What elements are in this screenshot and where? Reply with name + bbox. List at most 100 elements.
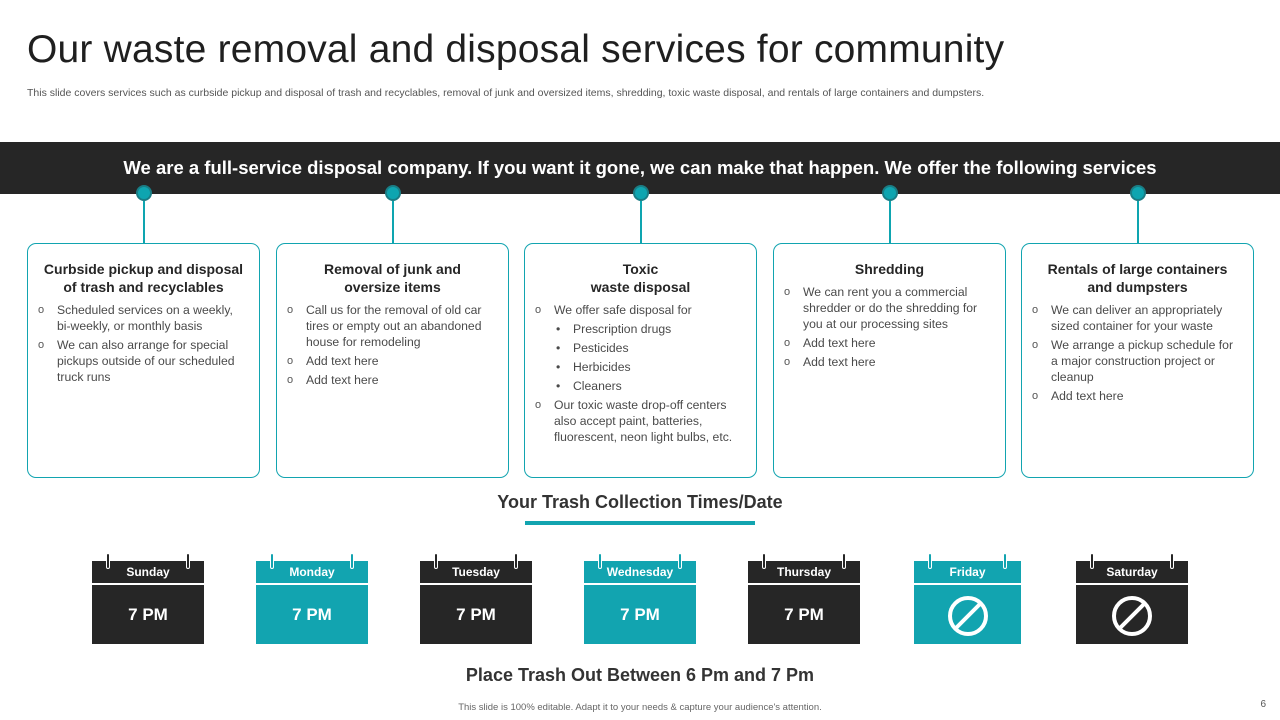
service-card-title-line: Toxic	[622, 261, 659, 277]
service-item: o Scheduled services on a weekly, bi-week…	[38, 302, 249, 334]
service-card-title-line: waste disposal	[590, 279, 691, 295]
calendar-ring	[678, 553, 682, 569]
calendar-divider	[1076, 583, 1188, 585]
bullet-icon: •	[556, 379, 561, 393]
service-item-text: We can rent you a commercial shredder or…	[803, 285, 978, 331]
service-sub-item: • Herbicides	[554, 359, 746, 375]
page-number: 6	[1260, 699, 1266, 710]
day-time: 7 PM	[92, 585, 204, 644]
connector-stem	[1136, 201, 1139, 244]
service-item: o We can rent you a commercial shredder o…	[784, 284, 995, 332]
collection-title: Your Trash Collection Times/Date	[497, 492, 783, 512]
service-sub-item-text: Herbicides	[573, 360, 631, 374]
circle-outline-icon: o	[287, 355, 294, 367]
calendar-ring	[928, 553, 932, 569]
day-name: Wednesday	[584, 561, 696, 583]
service-sub-item: •Pesticides	[554, 340, 746, 356]
banner-text: We are a full-service disposal company. …	[123, 157, 1157, 178]
circle-outline-icon: o	[287, 374, 294, 386]
service-item-list: o Scheduled services on a weekly, bi-week…	[38, 302, 249, 385]
service-sub-item-text: Pesticides	[573, 341, 629, 355]
circle-outline-icon: o	[38, 304, 45, 316]
calendar-ring	[1170, 553, 1174, 569]
day-calendar: Friday	[914, 553, 1021, 644]
day-name: Thursday	[748, 561, 860, 583]
service-item-text: Add text here	[306, 373, 379, 387]
day-time: 7 PM	[748, 585, 860, 644]
service-item-text: Add text here	[1051, 389, 1124, 403]
service-item-text: We arrange a pickup schedule for a major…	[1051, 338, 1234, 384]
service-item-text: Add text here	[803, 336, 876, 350]
calendar-ring	[434, 553, 438, 569]
service-sub-item: •Cleaners	[554, 378, 746, 394]
circle-outline-icon: o	[535, 304, 542, 316]
circle-outline-icon: o	[784, 286, 791, 298]
service-card: Rentals of large containers and dumpsters…	[1021, 243, 1254, 478]
circle-outline-icon: o	[38, 339, 45, 351]
circle-outline-icon: o	[1032, 304, 1039, 316]
connector-dot	[384, 185, 401, 201]
no-entry-icon	[914, 585, 1021, 644]
service-sub-list: •Prescription drugs•Pesticides•Herbicide…	[554, 321, 746, 394]
place-note: Place Trash Out Between 6 Pm and 7 Pm	[465, 665, 815, 685]
calendar-divider	[748, 583, 860, 585]
footer-note: This slide is 100% editable. Adapt it to…	[458, 702, 822, 713]
connector-stem	[639, 201, 642, 244]
service-card-title-line: Shredding	[854, 261, 925, 277]
service-card-title-line: Curbside pickup and disposal	[43, 261, 244, 277]
service-card-title-line: Rentals of large containers	[1047, 261, 1228, 277]
day-name: Saturday	[1076, 561, 1188, 583]
service-item-text: Our toxic waste drop-off centers also ac…	[554, 398, 733, 444]
service-item: o We arrange a pickup schedule for a majo…	[1032, 337, 1243, 385]
service-card-title-line: oversize items	[344, 279, 441, 295]
calendar-divider	[584, 583, 696, 585]
calendar-ring	[186, 553, 190, 569]
collection-title-underline	[525, 521, 755, 525]
day-time: 7 PM	[584, 585, 696, 644]
bullet-icon: •	[556, 322, 561, 336]
calendar-ring	[106, 553, 110, 569]
day-name: Friday	[914, 561, 1021, 583]
calendar-divider	[420, 583, 532, 585]
day-name: Monday	[256, 561, 368, 583]
connector-stem	[888, 201, 891, 244]
connector-dot	[632, 185, 649, 201]
service-sub-item: •Prescription drugs	[554, 321, 746, 337]
calendar-divider	[914, 583, 1021, 585]
calendar-ring	[514, 553, 518, 569]
calendar-divider	[256, 583, 368, 585]
service-item-text: Scheduled services on a weekly, bi-weekl…	[57, 303, 233, 333]
bullet-icon: •	[556, 360, 561, 374]
day-name: Sunday	[92, 561, 204, 583]
calendar-ring	[762, 553, 766, 569]
service-item: o We can deliver an appropriately sized c…	[1032, 302, 1243, 334]
calendar-ring	[270, 553, 274, 569]
circle-outline-icon: o	[784, 356, 791, 368]
service-card-title: Rentals of large containers and dumpsters	[1032, 260, 1243, 296]
day-time: 7 PM	[420, 585, 532, 644]
service-card-title-line: and dumpsters	[1087, 279, 1188, 295]
circle-outline-icon: o	[1032, 339, 1039, 351]
calendar-ring	[1090, 553, 1094, 569]
circle-outline-icon: o	[535, 399, 542, 411]
calendar-divider	[92, 583, 204, 585]
service-item-text: We can also arrange for special pickups …	[57, 338, 235, 384]
connector-stem	[391, 201, 394, 244]
circle-outline-icon: o	[287, 304, 294, 316]
service-item: o Add text here	[287, 372, 498, 388]
service-item-text: Call us for the removal of old car tires…	[306, 303, 482, 349]
service-card-title: Shredding	[784, 260, 995, 278]
day-calendar: Saturday	[1076, 553, 1188, 644]
service-item-list: o We can rent you a commercial shredder o…	[784, 284, 995, 370]
service-item-text: We can deliver an appropriately sized co…	[1051, 303, 1223, 333]
